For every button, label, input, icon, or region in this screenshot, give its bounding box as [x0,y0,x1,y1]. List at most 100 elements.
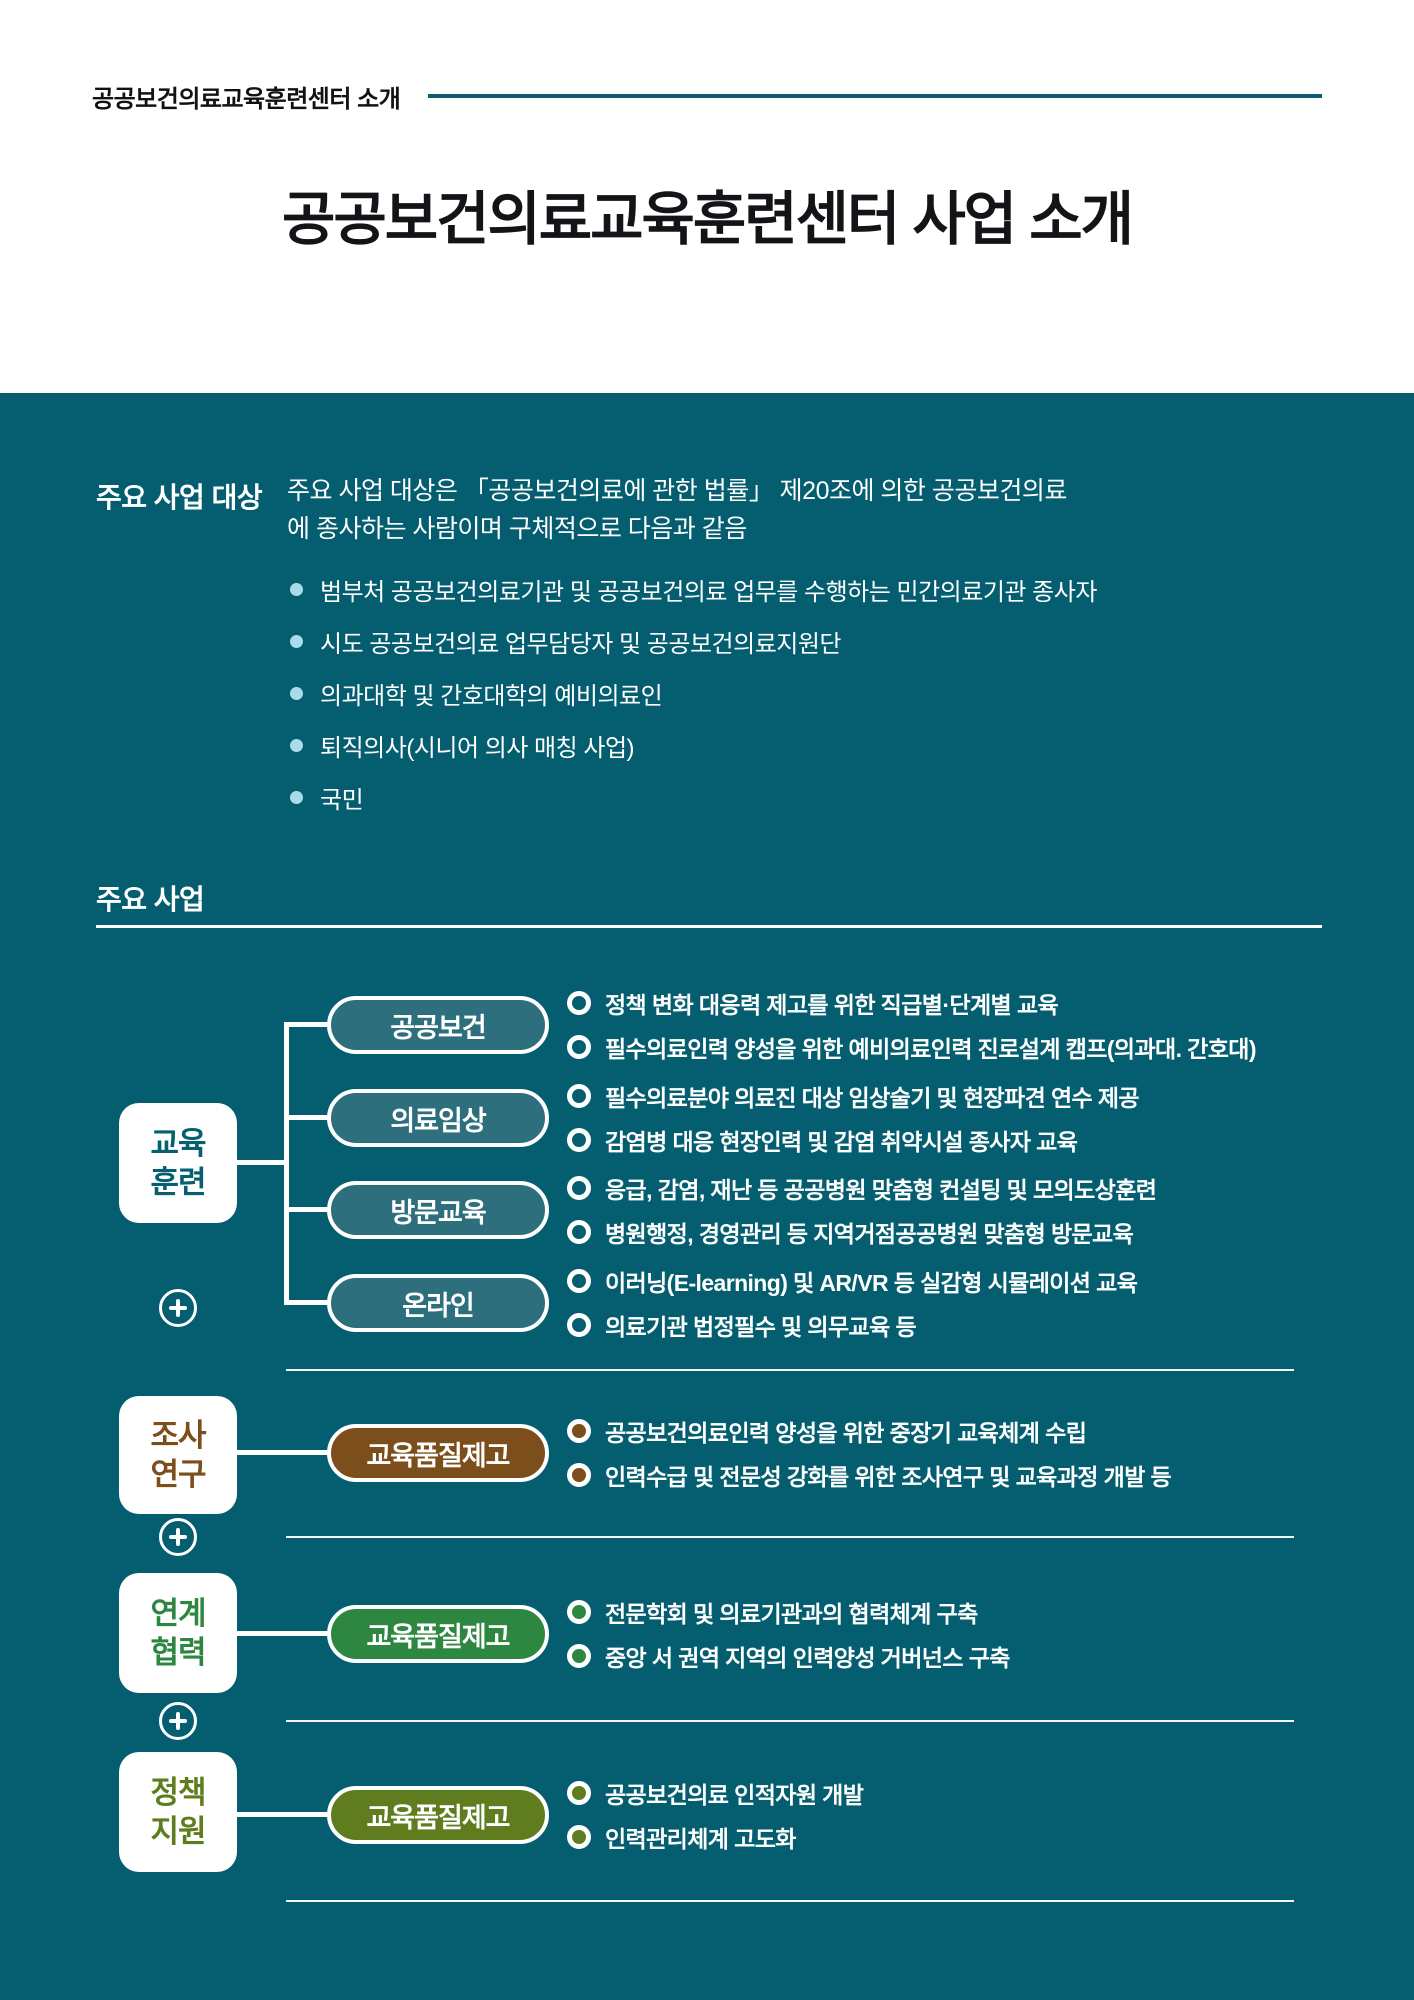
plus-icon [159,1289,197,1327]
connector-line [237,1631,329,1636]
section-separator [286,1900,1294,1902]
diagram-bullet-text: 인력수급 및 전문성 강화를 위한 조사연구 및 교육과정 개발 등 [605,1464,1172,1490]
group-box-cooperation: 연계 협력 [119,1573,237,1693]
ring-bullet-icon [567,1644,591,1668]
diagram-bullet: 감염병 대응 현장인력 및 감염 취약시설 종사자 교육 [567,1124,1078,1156]
connector-line [284,1207,329,1212]
group-box-label: 교육 [150,1126,206,1161]
diagram-bullet: 필수의료분야 의료진 대상 임상술기 및 현장파견 연수 제공 [567,1080,1140,1112]
programs-label: 주요 사업 [96,884,205,915]
connector-line [237,1812,329,1817]
header-kicker: 공공보건의료교육훈련센터 소개 [92,85,401,113]
plus-icon [159,1518,197,1556]
header-rule [428,94,1322,98]
diagram-bullet: 공공보건의료인력 양성을 위한 중장기 교육체계 수립 [567,1415,1087,1447]
list-item-text: 퇴직의사(시니어 의사 매칭 사업) [320,734,635,762]
connector-line [284,1022,289,1305]
ring-bullet-icon [567,1176,591,1200]
diagram-bullet-text: 필수의료분야 의료진 대상 임상술기 및 현장파견 연수 제공 [605,1085,1140,1111]
section-separator [286,1369,1294,1371]
connector-line [284,1115,329,1120]
pill-visiting-education: 방문교육 [327,1181,549,1239]
ring-bullet-icon [567,1128,591,1152]
plus-icon [159,1702,197,1740]
diagram-bullet-text: 감염병 대응 현장인력 및 감염 취약시설 종사자 교육 [605,1129,1078,1155]
pill-education-quality: 교육품질제고 [327,1786,549,1844]
group-box-education-training: 교육 훈련 [119,1103,237,1223]
ring-bullet-icon [567,1419,591,1443]
bullet-dot-icon [290,634,303,648]
page-title: 공공보건의료교육훈련센터 사업 소개 [282,187,1134,252]
diagram-bullet-text: 공공보건의료인력 양성을 위한 중장기 교육체계 수립 [605,1420,1087,1446]
ring-bullet-icon [567,1600,591,1624]
header-row: 공공보건의료교육훈련센터 소개 [92,74,1322,118]
group-box-label: 연구 [150,1457,206,1492]
targets-list: 범부처 공공보건의료기관 및 공공보건의료 업무를 수행하는 민간의료기관 종사… [290,575,1097,835]
bullet-dot-icon [290,738,303,752]
group-box-label: 조사 [150,1418,206,1453]
group-box-label: 협력 [150,1635,206,1670]
list-item-text: 시도 공공보건의료 업무담당자 및 공공보건의료지원단 [320,630,842,658]
list-item: 범부처 공공보건의료기관 및 공공보건의료 업무를 수행하는 민간의료기관 종사… [290,575,1097,606]
targets-intro-line1: 주요 사업 대상은 「공공보건의료에 관한 법률」 제20조에 의한 공공보건의… [287,477,1067,505]
ring-bullet-icon [567,1313,591,1337]
diagram-bullet-text: 인력관리체계 고도화 [605,1826,796,1852]
diagram-bullet: 인력수급 및 전문성 강화를 위한 조사연구 및 교육과정 개발 등 [567,1459,1172,1491]
connector-line [237,1160,284,1165]
list-item-text: 국민 [320,786,364,814]
diagram-bullet: 필수의료인력 양성을 위한 예비의료인력 진로설계 캠프(의과대. 간호대) [567,1031,1256,1063]
diagram-bullet: 이러닝(E-learning) 및 AR/VR 등 실감형 시뮬레이션 교육 [567,1265,1138,1297]
connector-line [237,1450,329,1455]
diagram-bullet: 인력관리체계 고도화 [567,1821,796,1853]
section-separator [286,1720,1294,1722]
group-box-research: 조사 연구 [119,1396,237,1514]
diagram-bullet: 의료기관 법정필수 및 의무교육 등 [567,1309,917,1341]
pill-online: 온라인 [327,1274,549,1332]
list-item-text: 범부처 공공보건의료기관 및 공공보건의료 업무를 수행하는 민간의료기관 종사… [320,578,1097,606]
connector-line [284,1022,329,1027]
diagram-bullet-text: 응급, 감염, 재난 등 공공병원 맞춤형 컨설팅 및 모의도상훈련 [605,1177,1157,1203]
targets-intro: 주요 사업 대상은 「공공보건의료에 관한 법률」 제20조에 의한 공공보건의… [287,472,1067,548]
diagram-bullet-text: 의료기관 법정필수 및 의무교육 등 [605,1314,917,1340]
ring-bullet-icon [567,1269,591,1293]
bullet-dot-icon [290,790,303,804]
bullet-dot-icon [290,686,303,700]
ring-bullet-icon [567,1084,591,1108]
ring-bullet-icon [567,1463,591,1487]
group-box-label: 훈련 [150,1165,206,1200]
targets-intro-line2: 에 종사하는 사람이며 구체적으로 다음과 같음 [287,515,747,543]
pill-education-quality: 교육품질제고 [327,1424,549,1482]
ring-bullet-icon [567,1220,591,1244]
diagram-bullet: 응급, 감염, 재난 등 공공병원 맞춤형 컨설팅 및 모의도상훈련 [567,1172,1157,1204]
diagram-bullet: 공공보건의료 인적자원 개발 [567,1777,864,1809]
diagram-bullet-text: 전문학회 및 의료기관과의 협력체계 구축 [605,1601,978,1627]
bullet-dot-icon [290,582,303,596]
pill-education-quality: 교육품질제고 [327,1605,549,1663]
ring-bullet-icon [567,991,591,1015]
group-box-label: 연계 [150,1596,206,1631]
list-item-text: 의과대학 및 간호대학의 예비의료인 [320,682,663,710]
ring-bullet-icon [567,1781,591,1805]
diagram-bullet: 중앙 서 권역 지역의 인력양성 거버넌스 구축 [567,1640,1010,1672]
ring-bullet-icon [567,1035,591,1059]
diagram-bullet-text: 공공보건의료 인적자원 개발 [605,1782,864,1808]
diagram-bullet-text: 이러닝(E-learning) 및 AR/VR 등 실감형 시뮬레이션 교육 [605,1270,1138,1296]
pill-public-health: 공공보건 [327,996,549,1054]
diagram-bullet: 전문학회 및 의료기관과의 협력체계 구축 [567,1596,978,1628]
ring-bullet-icon [567,1825,591,1849]
targets-label: 주요 사업 대상 [96,482,263,513]
programs-rule [96,925,1322,928]
diagram-bullet-text: 중앙 서 권역 지역의 인력양성 거버넌스 구축 [605,1645,1010,1671]
group-box-policy-support: 정책 지원 [119,1752,237,1872]
diagram-bullet-text: 필수의료인력 양성을 위한 예비의료인력 진로설계 캠프(의과대. 간호대) [605,1036,1256,1062]
list-item: 국민 [290,783,1097,814]
section-separator [286,1536,1294,1538]
list-item: 의과대학 및 간호대학의 예비의료인 [290,679,1097,710]
group-box-label: 정책 [150,1775,206,1810]
diagram-bullet: 정책 변화 대응력 제고를 위한 직급별·단계별 교육 [567,987,1059,1019]
list-item: 퇴직의사(시니어 의사 매칭 사업) [290,731,1097,762]
list-item: 시도 공공보건의료 업무담당자 및 공공보건의료지원단 [290,627,1097,658]
pill-medical-clinical: 의료임상 [327,1089,549,1147]
diagram-bullet: 병원행정, 경영관리 등 지역거점공공병원 맞춤형 방문교육 [567,1216,1134,1248]
